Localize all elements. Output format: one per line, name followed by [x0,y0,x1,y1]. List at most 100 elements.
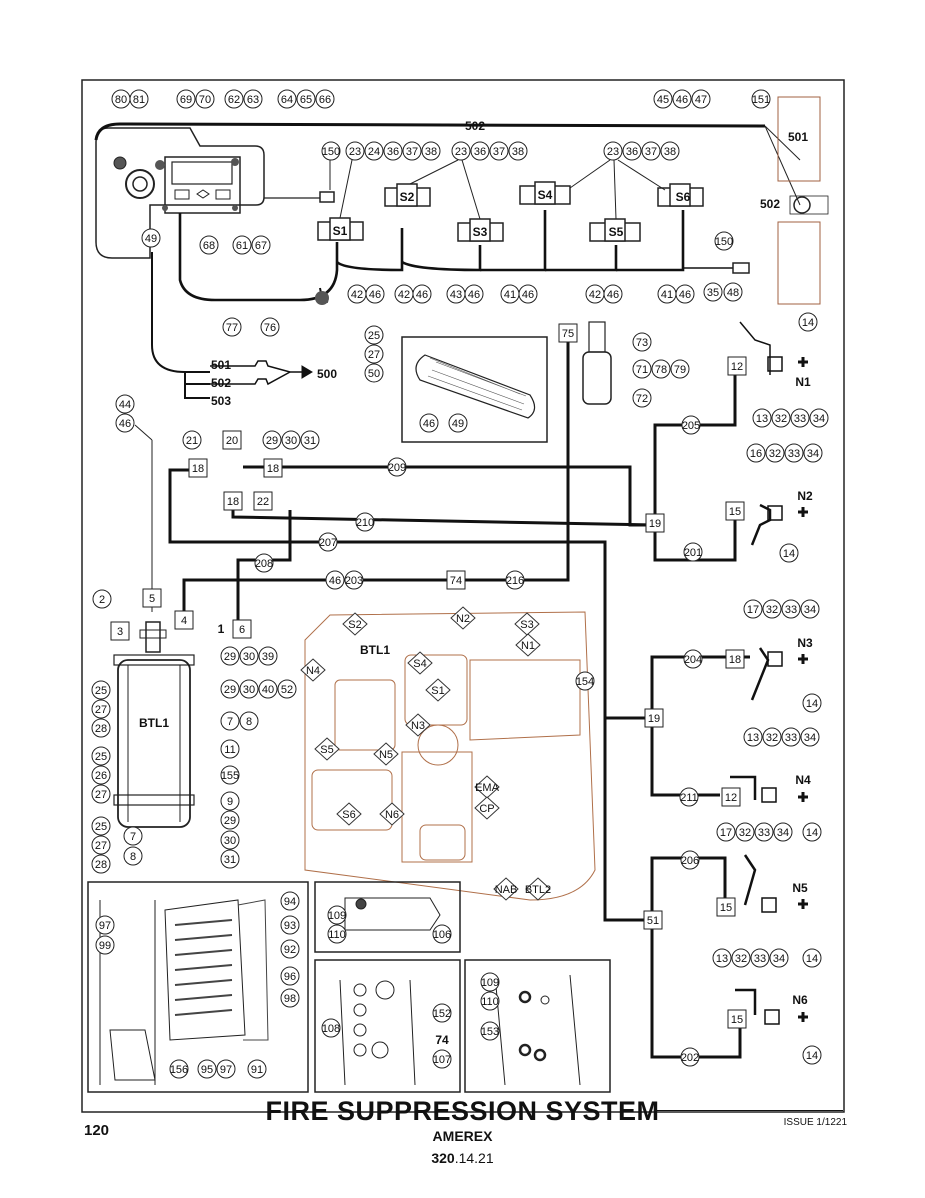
label-c62: 62 [228,94,240,106]
label-c14c: 14 [806,698,818,710]
callout-c73: 73 [632,332,652,352]
callout-c216: 216 [505,570,525,590]
callout-c37a: 37 [402,141,422,161]
label-w502b: 502 [760,197,780,211]
callout-h502: 502 [211,376,231,390]
label-c33a: 33 [794,413,806,425]
callout-N2: N2 [797,489,813,503]
callout-b6: 6 [232,619,252,639]
callout-c32a: 32 [771,408,791,428]
label-b19b: 19 [648,713,660,725]
callout-c46t: 46 [672,89,692,109]
callout-c27d: 27 [91,835,111,855]
callout-c23c: 23 [603,141,623,161]
callout-BTL1: BTL1 [139,716,169,730]
label-m_S3: S3 [520,619,533,631]
label-p42c: 42 [589,289,601,301]
label-m_S6: S6 [342,809,355,821]
label-h503: 503 [211,394,231,408]
code-bold: 320 [431,1150,455,1166]
label-c109b: 109 [481,977,499,989]
callout-c32d: 32 [762,727,782,747]
callout-m_BTL2: BTL2 [525,877,551,901]
callout-c34a: 34 [809,408,829,428]
label-c33d: 33 [785,732,797,744]
callout-c47: 47 [691,89,711,109]
label-c16: 16 [750,448,762,460]
callout-c81: 81 [129,89,149,109]
callout-b19b: 19 [644,708,664,728]
callout-c32b: 32 [765,443,785,463]
callout-c64: 64 [277,89,297,109]
callout-b18c: 18 [223,491,243,511]
label-c95: 95 [201,1064,213,1076]
callout-c34d: 34 [800,727,820,747]
label-c34b: 34 [807,448,819,460]
callout-c25b: 25 [91,680,111,700]
callout-p41a: 41 [500,284,520,304]
label-c156: 156 [170,1064,188,1076]
label-c68: 68 [203,240,215,252]
callout-m_S5: S5 [314,737,340,761]
callout-c34e: 34 [773,822,793,842]
callout-c50: 50 [364,363,384,383]
label-c13b: 13 [747,732,759,744]
callout-p42c: 42 [585,284,605,304]
callout-c68: 68 [199,235,219,255]
label-N4: N4 [795,773,811,787]
callout-c63: 63 [243,89,263,109]
callout-c62: 62 [224,89,244,109]
callout-p46c: 46 [464,284,484,304]
callout-c38b: 38 [508,141,528,161]
label-c8b: 8 [130,851,136,863]
callout-m_N6: N6 [379,802,405,826]
issue-number: ISSUE 1/1221 [783,1117,847,1128]
label-c14d: 14 [806,827,818,839]
callout-c76: 76 [260,317,280,337]
label-c31a: 31 [304,435,316,447]
label-c40: 40 [262,684,274,696]
callout-c14a: 14 [798,312,818,332]
label-S6: S6 [676,190,691,204]
label-m_S2: S2 [348,619,361,631]
label-BTL1: BTL1 [139,716,169,730]
label-c99: 99 [99,940,111,952]
callout-c32e: 32 [735,822,755,842]
label-c13c: 13 [716,953,728,965]
document-code: 320.14.21 [0,1150,925,1166]
callout-c36c: 36 [622,141,642,161]
label-c36b: 36 [474,146,486,158]
callout-c25d: 25 [91,816,111,836]
callout-c93: 93 [280,915,300,935]
callout-m_CP: CP [474,796,500,820]
callout-c29c: 29 [220,679,240,699]
switch-leaders [329,159,666,220]
nozzles [730,321,808,1025]
label-S3: S3 [473,225,488,239]
label-c71: 71 [636,364,648,376]
callout-c36a: 36 [383,141,403,161]
callout-p204: 204 [683,649,703,669]
callout-c79: 79 [670,359,690,379]
label-c50: 50 [368,368,380,380]
label-c33b: 33 [788,448,800,460]
label-c110a: 110 [328,929,346,941]
page-title: FIRE SUPPRESSION SYSTEM [265,1096,660,1126]
label-c28b: 28 [95,859,107,871]
label-c33c: 33 [785,604,797,616]
label-c77: 77 [226,322,238,334]
label-m_S1: S1 [431,685,444,697]
callout-c40: 40 [258,679,278,699]
callout-c150a: 150 [321,141,341,161]
callout-w502b: 502 [760,197,780,211]
callout-c154: 154 [575,671,595,691]
callout-c156: 156 [169,1059,189,1079]
machine-outline [304,611,596,901]
callout-S2: S2 [400,190,415,204]
callout-b12b: 12 [721,787,741,807]
batteries [777,96,829,305]
label-c25b: 25 [95,685,107,697]
callout-p211: 211 [679,787,699,807]
label-c27d: 27 [95,840,107,852]
